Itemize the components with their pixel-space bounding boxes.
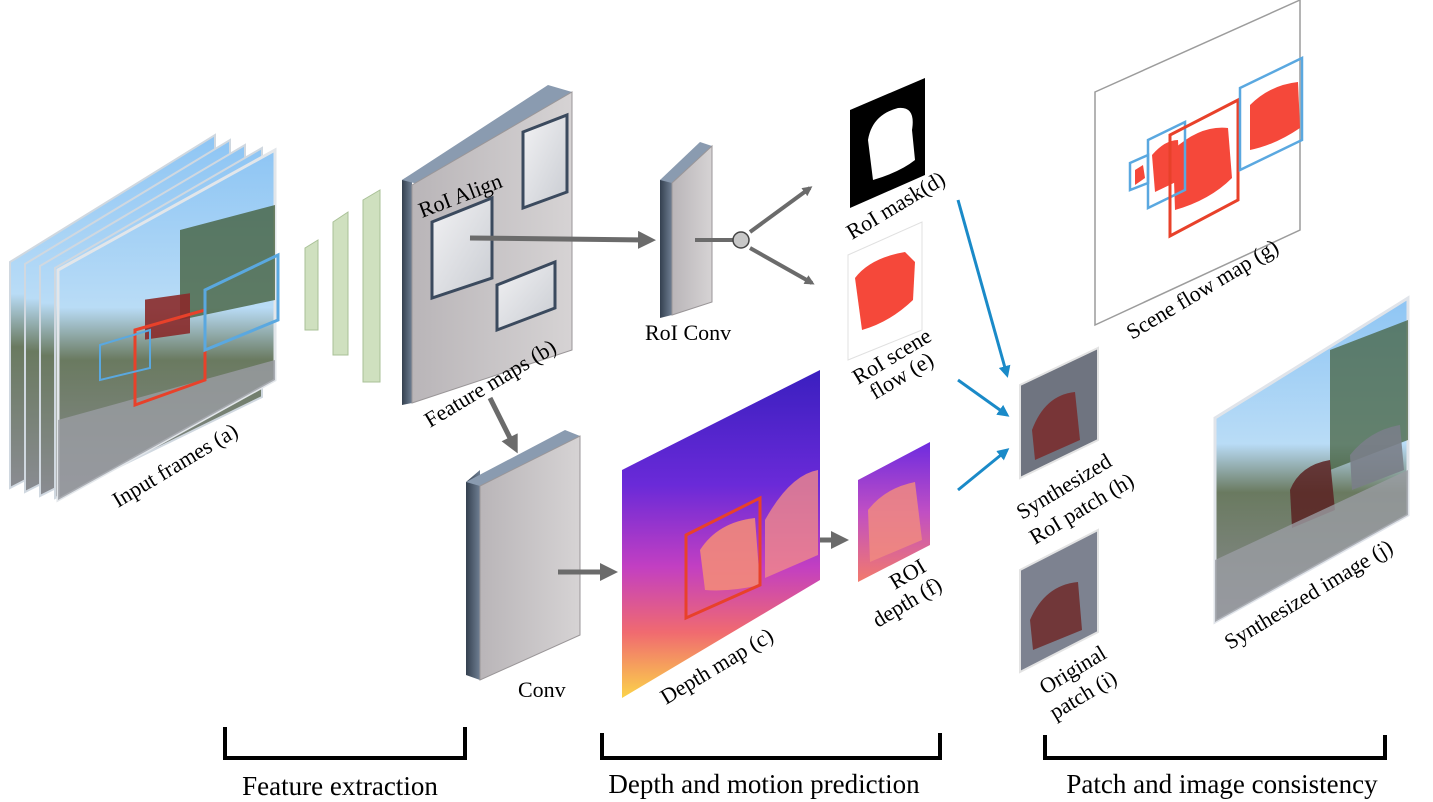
arrow-to-mask bbox=[748, 186, 813, 234]
blue-arrows bbox=[956, 199, 1011, 492]
stage-label-depth-motion: Depth and motion prediction bbox=[608, 769, 920, 799]
arrow-mask-to-patch bbox=[956, 199, 1011, 378]
split-node bbox=[732, 231, 750, 249]
blue-roi-box bbox=[203, 252, 280, 353]
scene-flow-map bbox=[1094, 0, 1304, 327]
conv-block bbox=[466, 430, 581, 681]
stage-brackets bbox=[223, 727, 1387, 760]
roi-conv-label: RoI Conv bbox=[645, 320, 731, 345]
arrow-depth-to-patch bbox=[957, 448, 1010, 492]
synthesized-roi-patch bbox=[1019, 346, 1099, 480]
encoder-layers bbox=[304, 189, 381, 383]
input-frames bbox=[9, 133, 280, 503]
bracket-patch-image bbox=[1043, 735, 1387, 760]
bracket-depth-motion bbox=[600, 733, 942, 760]
original-patch bbox=[1019, 528, 1099, 674]
arrow-to-flow bbox=[749, 246, 815, 285]
arrow-features-to-conv bbox=[487, 396, 518, 454]
stage-label-feature-extraction: Feature extraction bbox=[242, 771, 438, 801]
arrow-flow-to-patch bbox=[957, 378, 1010, 417]
stage-label-patch-image: Patch and image consistency bbox=[1066, 769, 1378, 799]
depth-map bbox=[622, 370, 820, 698]
roi-depth bbox=[858, 442, 930, 582]
conv-label: Conv bbox=[518, 677, 566, 702]
blue-roi-box-small bbox=[99, 328, 151, 382]
feature-maps-block bbox=[402, 85, 573, 405]
depth-roi-box bbox=[684, 495, 762, 621]
roi-conv-block bbox=[660, 142, 713, 318]
synthesized-image bbox=[1213, 295, 1410, 625]
arrow-align-to-roiconv bbox=[469, 230, 656, 249]
roi-mask bbox=[850, 78, 925, 208]
bracket-feature-extraction bbox=[223, 727, 467, 760]
gray-arrows bbox=[469, 186, 849, 581]
red-roi-box bbox=[133, 308, 207, 408]
roi-scene-flow bbox=[847, 221, 923, 361]
